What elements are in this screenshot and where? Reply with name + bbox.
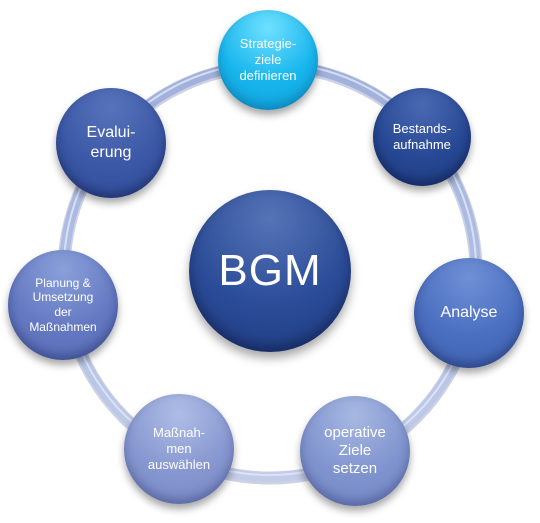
node-analyse[interactable]: Analyse bbox=[414, 258, 524, 368]
node-massnahmen-auswaehlen[interactable]: Maßnah- men auswählen bbox=[124, 394, 234, 504]
node-label: operative Ziele setzen bbox=[324, 423, 386, 478]
node-label: Strategie- ziele definieren bbox=[239, 36, 297, 83]
node-bestandsaufnahme[interactable]: Bestands- aufnahme bbox=[373, 88, 471, 186]
node-label: Analyse bbox=[440, 304, 498, 322]
node-label: Maßnah- men auswählen bbox=[147, 425, 211, 472]
node-planung-umsetzung[interactable]: Planung & Umsetzung der Maßnahmen bbox=[8, 250, 118, 360]
center-label: BGM bbox=[218, 246, 322, 296]
node-operative-ziele-setzen[interactable]: operative Ziele setzen bbox=[300, 396, 410, 506]
node-strategieziele-definieren[interactable]: Strategie- ziele definieren bbox=[218, 10, 318, 110]
center-node-bgm[interactable]: BGM bbox=[189, 190, 351, 352]
node-evaluierung[interactable]: Evalui- erung bbox=[56, 88, 166, 198]
node-label: Evalui- erung bbox=[86, 124, 136, 161]
node-label: Bestands- aufnahme bbox=[392, 121, 452, 152]
node-label: Planung & Umsetzung der Maßnahmen bbox=[29, 275, 97, 334]
